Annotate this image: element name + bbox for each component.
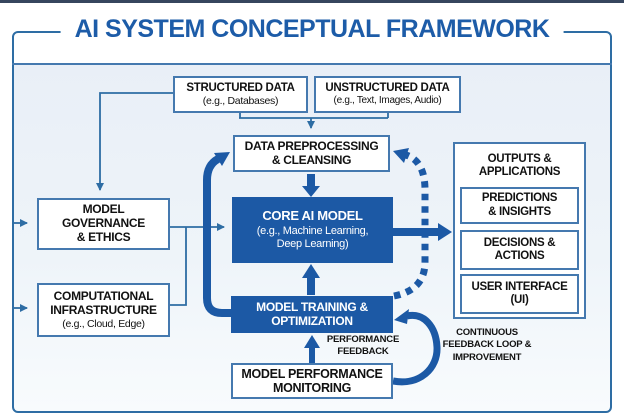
node-subtitle-line2: Deep Learning)	[276, 237, 349, 250]
node-user-interface: USER INTERFACE (UI)	[460, 274, 579, 314]
line-data-merge	[239, 113, 389, 119]
node-title-line1: PREDICTIONS	[481, 192, 558, 205]
node-predictions-insights: PREDICTIONS & INSIGHTS	[460, 187, 579, 224]
node-title: STRUCTURED DATA	[186, 81, 295, 94]
line-left-bus	[170, 226, 187, 306]
label-line2: FEEDBACK	[337, 346, 389, 358]
label-performance-feedback: PERFORMANCE FEEDBACK	[323, 334, 403, 359]
page-title: AI SYSTEM CONCEPTUAL FRAMEWORK	[60, 15, 564, 44]
node-title-line2: (UI)	[510, 294, 529, 306]
node-subtitle-line1: (e.g., Machine Learning,	[256, 224, 369, 237]
node-structured-data: STRUCTURED DATA (e.g., Databases)	[173, 76, 308, 113]
node-subtitle: (e.g., Cloud, Edge)	[62, 317, 145, 330]
node-data-preprocessing: DATA PREPROCESSING & CLEANSING	[233, 135, 390, 172]
dashed-feedback-loop	[393, 148, 429, 300]
node-title-line1: COMPUTATIONAL	[53, 288, 154, 303]
arrow-training-to-preprocessing-loop	[203, 152, 237, 317]
label-line2: FEEDBACK LOOP &	[442, 339, 532, 351]
node-subtitle: (e.g., Databases)	[202, 94, 279, 107]
node-title-line1: DECISIONS &	[483, 236, 556, 249]
label-continuous-feedback-loop: CONTINUOUS FEEDBACK LOOP & IMPROVEMENT	[435, 327, 539, 364]
node-title-line2: & INSIGHTS	[488, 205, 551, 218]
arrow-structured-to-governance	[96, 92, 173, 191]
arrow-core-to-outputs	[392, 223, 452, 241]
thin-connectors	[14, 92, 389, 312]
node-model-governance: MODEL GOVERNANCE & ETHICS	[37, 198, 170, 250]
node-title-line3: & ETHICS	[76, 229, 131, 244]
node-title-line1: MODEL PERFORMANCE	[241, 366, 383, 381]
node-title-line2: APPLICATIONS	[478, 166, 561, 179]
label-line3: IMPROVEMENT	[452, 351, 522, 363]
node-title-line2: ACTIONS	[494, 250, 545, 262]
node-title-line1: MODEL TRAINING &	[256, 299, 368, 314]
label-line1: PERFORMANCE	[326, 334, 400, 345]
node-unstructured-data: UNSTRUCTURED DATA (e.g., Text, Images, A…	[314, 76, 461, 113]
node-title-line1: OUTPUTS &	[487, 153, 552, 165]
top-edge-strip	[0, 0, 624, 3]
node-title-line1: USER INTERFACE	[471, 280, 568, 293]
node-title-line2: INFRASTRUCTURE	[50, 302, 157, 317]
header-divider	[12, 63, 612, 65]
node-title-line2: GOVERNANCE	[61, 216, 145, 231]
node-computational-infrastructure: COMPUTATIONAL INFRASTRUCTURE (e.g., Clou…	[37, 283, 170, 337]
node-title-line1: MODEL	[82, 202, 125, 217]
node-title-line1: DATA PREPROCESSING	[244, 138, 379, 153]
node-title-line2: MONITORING	[272, 381, 352, 395]
arrow-preprocessing-to-core	[302, 174, 320, 197]
label-line1: CONTINUOUS	[456, 327, 518, 338]
node-decisions-actions: DECISIONS & ACTIONS	[460, 230, 579, 270]
node-model-training: MODEL TRAINING & OPTIMIZATION	[231, 296, 393, 333]
arrow-training-to-core	[302, 264, 320, 295]
dashed-loop-arrowhead	[393, 148, 409, 163]
node-core-ai-model: CORE AI MODEL (e.g., Machine Learning, D…	[232, 197, 393, 263]
arrow-monitoring-to-training	[304, 335, 320, 363]
node-title: UNSTRUCTURED DATA	[325, 81, 450, 94]
node-subtitle: (e.g., Text, Images, Audio)	[333, 95, 442, 107]
node-title-line2: & CLEANSING	[271, 152, 352, 167]
node-title: CORE AI MODEL	[262, 207, 363, 223]
node-title-line2: OPTIMIZATION	[271, 313, 353, 328]
thick-arrows	[203, 152, 452, 386]
arrow-monitoring-feedback-loop	[392, 309, 441, 386]
node-model-performance-monitoring: MODEL PERFORMANCE MONITORING	[231, 363, 393, 399]
dashed-loop-path	[393, 151, 429, 300]
